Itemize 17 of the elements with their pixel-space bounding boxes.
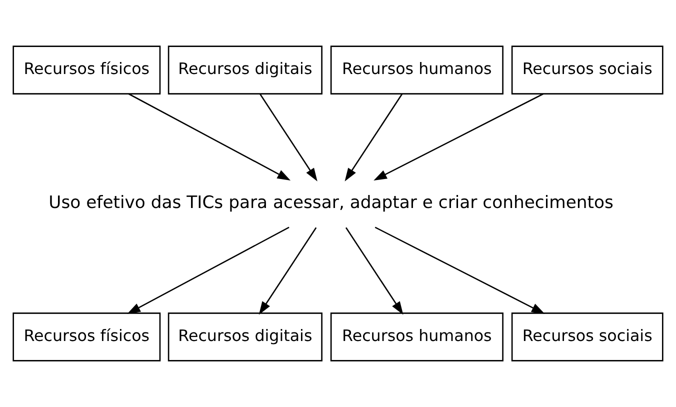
node-box: Recursos digitais (168, 312, 322, 362)
node-box: Recursos físicos (12, 46, 161, 94)
node-box: Recursos sociais (511, 312, 664, 362)
arrow (128, 93, 291, 180)
arrow (258, 227, 317, 315)
node-box: Recursos humanos (330, 46, 504, 94)
node-box: Recursos sociais (511, 46, 664, 94)
arrow (374, 93, 544, 180)
arrow (344, 94, 403, 182)
node-text: Uso efetivo das TICs para acessar, adaptar e criar conhecimentos (48, 192, 614, 213)
node-box: Recursos físicos (12, 312, 161, 362)
arrow (260, 94, 318, 182)
node-box: Recursos digitais (168, 46, 322, 94)
arrow (127, 226, 290, 314)
node-box: Recursos humanos (330, 312, 504, 362)
arrow (374, 226, 545, 314)
arrow (345, 227, 404, 315)
